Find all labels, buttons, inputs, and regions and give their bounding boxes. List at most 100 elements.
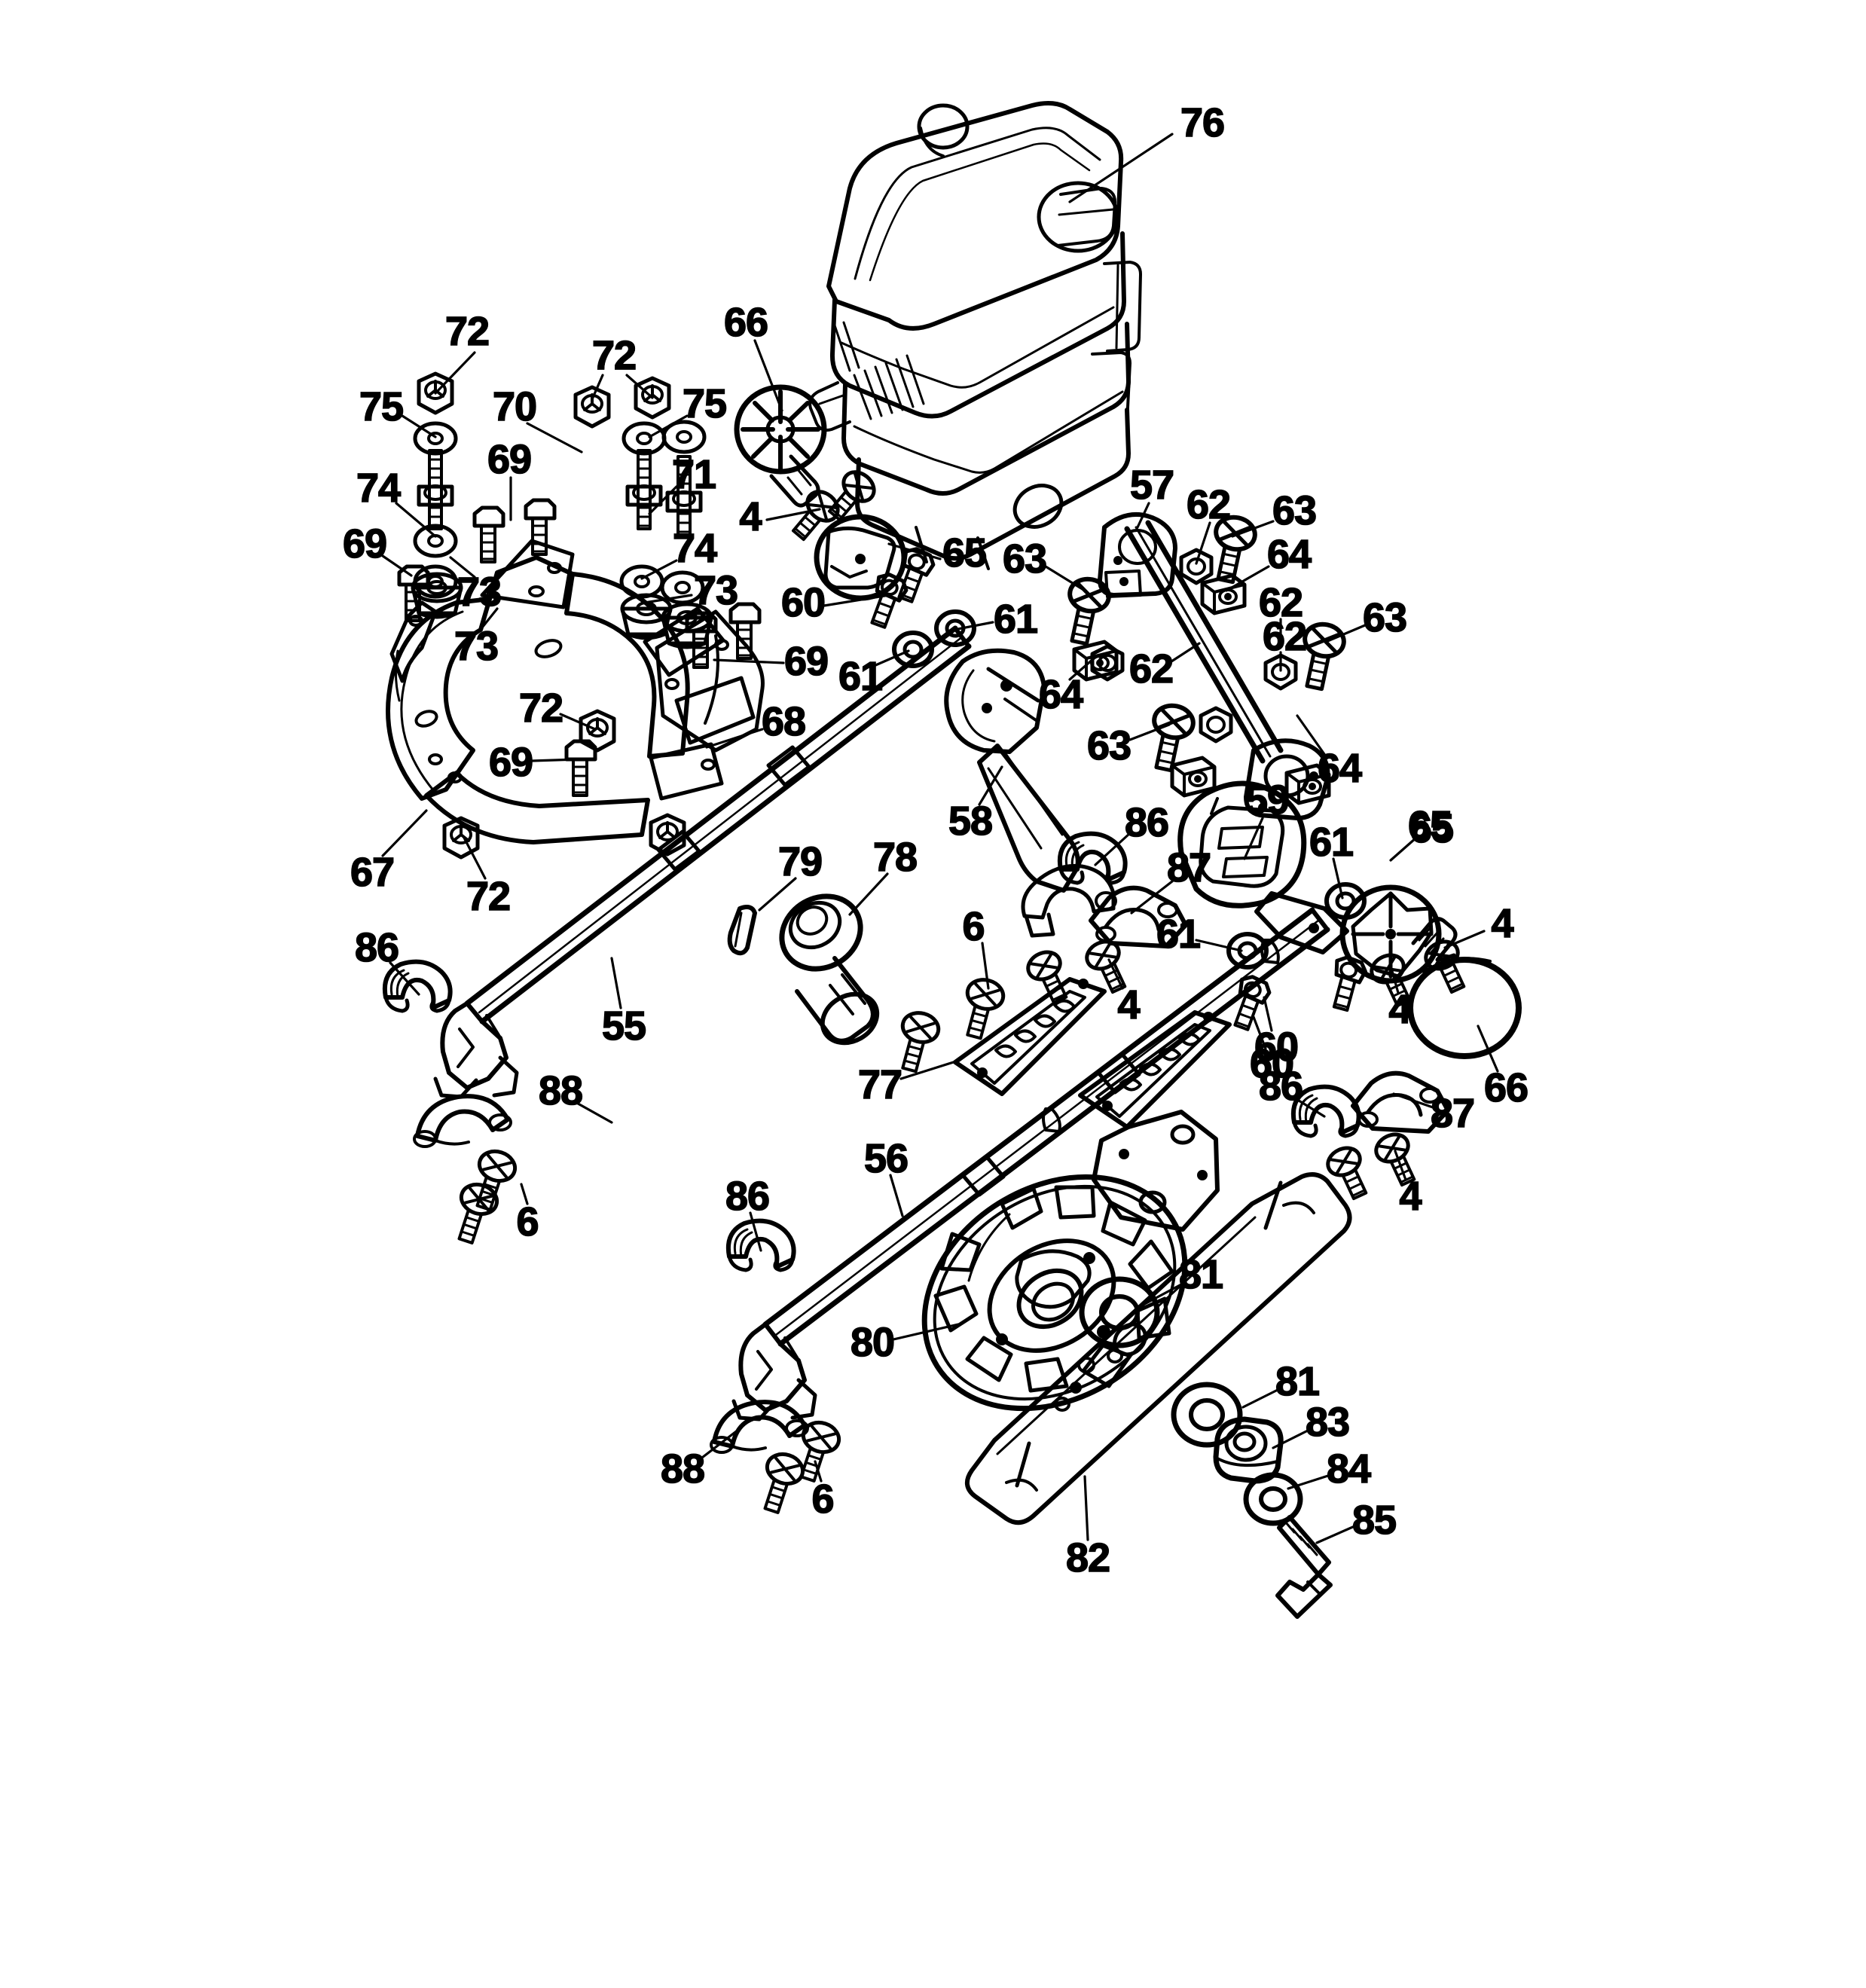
- callout-4: 4: [1117, 982, 1141, 1028]
- callout-66: 66: [1483, 1065, 1529, 1110]
- callout-73: 73: [457, 570, 502, 615]
- part-84-washer: [1243, 1472, 1303, 1526]
- leader-line-72: [625, 374, 654, 399]
- callout-61: 61: [1156, 912, 1202, 957]
- part-63-screws: [1067, 515, 1346, 773]
- leader-line-63: [1128, 723, 1171, 741]
- leader-line-65: [1389, 836, 1418, 862]
- callout-67: 67: [350, 850, 395, 895]
- leader-line-78: [848, 872, 889, 916]
- callout-60: 60: [1254, 1025, 1299, 1070]
- leader-line-4: [765, 508, 821, 521]
- callout-73: 73: [693, 568, 739, 613]
- leader-line-64: [1225, 565, 1270, 592]
- leader-line-73: [478, 607, 499, 633]
- leader-line-60: [1263, 996, 1273, 1032]
- part-83-spacer: [1213, 1416, 1284, 1484]
- callout-69: 69: [783, 639, 829, 684]
- leader-line-76: [1068, 133, 1174, 203]
- leader-line-85: [1315, 1525, 1356, 1544]
- callout-86: 86: [1124, 800, 1170, 845]
- callout-72: 72: [466, 874, 512, 919]
- leader-line-73: [643, 594, 693, 604]
- leader-line-55: [610, 957, 622, 1009]
- leader-line-75: [648, 414, 689, 438]
- leader-line-75: [401, 414, 437, 438]
- callout-75: 75: [359, 384, 405, 429]
- leader-line-4: [1389, 964, 1400, 994]
- leader-line-87: [1392, 1092, 1434, 1109]
- callout-72: 72: [444, 309, 490, 354]
- callout-86: 86: [1258, 1064, 1304, 1109]
- part-69-hex-bolts: [397, 498, 762, 797]
- leader-line-86: [389, 961, 420, 996]
- callout-72: 72: [518, 686, 564, 731]
- part-77-grip-insert-2: [1078, 1010, 1232, 1232]
- callout-68: 68: [761, 699, 807, 744]
- leader-line-60: [1252, 1015, 1267, 1050]
- leader-line-72: [591, 374, 604, 401]
- leader-line-62: [1168, 642, 1201, 664]
- callout-59: 59: [1245, 777, 1290, 823]
- leader-line-61: [1195, 939, 1243, 952]
- leader-line-60: [823, 594, 890, 607]
- callout-81: 81: [1275, 1359, 1321, 1404]
- callout-62: 62: [1186, 482, 1232, 527]
- callout-60: 60: [780, 580, 826, 625]
- part-88-clamp: [413, 1094, 809, 1454]
- leader-line-68: [705, 728, 764, 749]
- leader-line-72: [434, 351, 476, 395]
- leader-line-66: [753, 339, 783, 412]
- callout-65: 65: [1409, 806, 1455, 851]
- leader-line-57: [1136, 502, 1150, 529]
- leader-line-82: [1083, 1475, 1089, 1541]
- callout-64: 64: [1038, 672, 1084, 717]
- leader-line-88: [573, 1100, 613, 1124]
- leader-line-61: [1332, 857, 1344, 899]
- leader-line-81: [1241, 1388, 1281, 1409]
- leader-line-6: [981, 942, 990, 990]
- leader-line-63: [1044, 565, 1086, 592]
- callout-58: 58: [948, 799, 994, 844]
- leader-line-6: [814, 1460, 823, 1483]
- callout-73: 73: [454, 624, 499, 669]
- leader-line-79: [758, 877, 797, 912]
- callout-6: 6: [962, 904, 986, 949]
- callout-69: 69: [488, 740, 534, 785]
- callout-82: 82: [1065, 1535, 1111, 1580]
- callout-77: 77: [857, 1062, 903, 1107]
- callout-55: 55: [601, 1003, 647, 1049]
- part-70-71-carriage-bolts: [417, 449, 703, 536]
- part-81-blade-washers: [1079, 1276, 1243, 1448]
- callout-leaders: [381, 133, 1499, 1544]
- callout-81: 81: [1178, 1252, 1224, 1297]
- callout-74: 74: [672, 526, 718, 571]
- callout-84: 84: [1326, 1446, 1372, 1492]
- leader-line-88: [698, 1428, 740, 1461]
- leader-line-71: [648, 485, 678, 515]
- leader-line-56: [889, 1174, 904, 1217]
- callout-65: 65: [1407, 803, 1453, 848]
- leader-line-4: [1394, 1150, 1407, 1181]
- part-80-fan: [921, 1174, 1188, 1412]
- callout-88: 88: [538, 1068, 584, 1113]
- part-64-square-nuts: [1072, 573, 1331, 805]
- callout-72: 72: [591, 333, 637, 378]
- callout-57: 57: [1129, 463, 1175, 508]
- leader-line-74: [640, 559, 678, 580]
- callout-65: 65: [942, 530, 988, 576]
- leader-line-77: [899, 1059, 960, 1080]
- part-60-studs: [870, 547, 1367, 1031]
- part-4-screws: [791, 470, 1466, 1201]
- leader-line-73: [449, 556, 476, 579]
- leader-line-69: [381, 554, 413, 577]
- callout-88: 88: [660, 1446, 706, 1492]
- callout-62: 62: [1258, 580, 1304, 625]
- leader-line-58: [978, 765, 1003, 806]
- callout-63: 63: [1002, 536, 1048, 582]
- leader-line-84: [1287, 1473, 1332, 1490]
- leader-line-69: [530, 758, 579, 762]
- callout-63: 63: [1086, 723, 1132, 768]
- part-85-blade-bolt: [1275, 1515, 1333, 1619]
- leader-line-4: [1107, 958, 1124, 990]
